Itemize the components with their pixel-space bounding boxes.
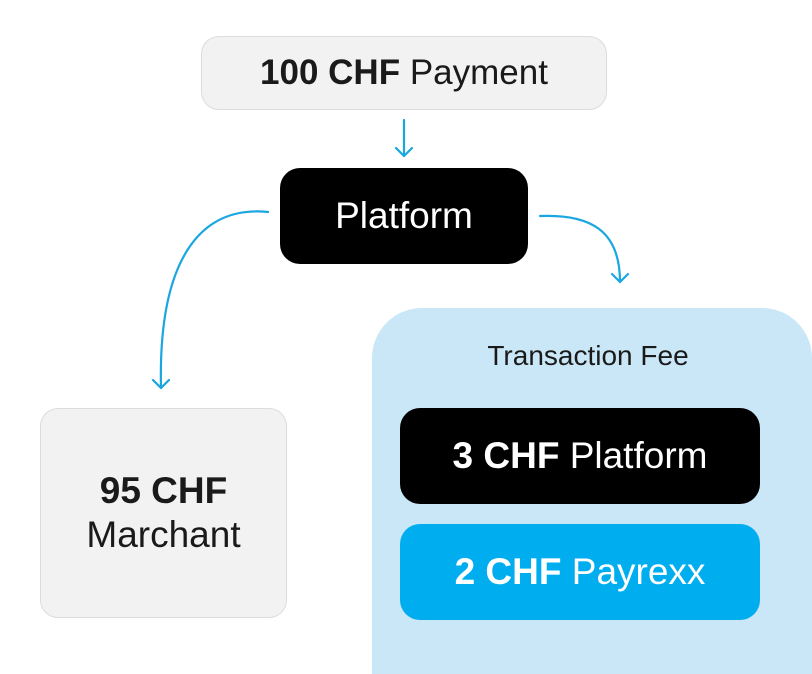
transaction-fee-title: Transaction Fee (487, 340, 689, 371)
platform-box: Platform (280, 168, 528, 264)
merchant-amount: 95 CHF (99, 469, 228, 511)
arrowhead-platform-to-fee (610, 272, 630, 284)
merchant-box: 95 CHF Marchant (40, 408, 287, 618)
merchant-label: Marchant (86, 514, 241, 555)
fee-payrexx-label: Payrexx (571, 551, 706, 592)
arrow-platform-to-fee (538, 214, 622, 284)
fee-platform-box: 3 CHF Platform (400, 408, 760, 504)
payment-label: Payment (409, 53, 548, 92)
arrowhead-platform-to-merchant (151, 378, 171, 390)
fee-payrexx-box: 2 CHF Payrexx (400, 524, 760, 620)
payment-amount: 100 CHF (260, 53, 401, 92)
platform-label: Platform (335, 195, 473, 236)
arrowhead-payment-to-platform (394, 146, 414, 158)
fee-platform-label: Platform (569, 435, 708, 476)
fee-payrexx-amount: 2 CHF (454, 551, 562, 592)
arrow-platform-to-merchant (159, 210, 270, 390)
payment-box: 100 CHF Payment (201, 36, 607, 110)
fee-platform-amount: 3 CHF (452, 435, 560, 476)
